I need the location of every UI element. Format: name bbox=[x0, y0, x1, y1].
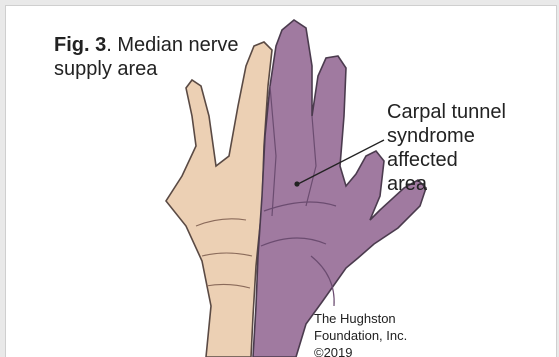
callout-label: Carpal tunnel syndrome affected area bbox=[387, 100, 547, 196]
credit-line: The Hughston bbox=[314, 310, 434, 327]
callout-pointer-dot bbox=[294, 181, 299, 186]
figure-label: Fig. 3 bbox=[54, 34, 106, 56]
callout-line: syndrome affected bbox=[387, 124, 547, 172]
callout-line: Carpal tunnel bbox=[387, 100, 547, 124]
figure-panel: Fig. 3. Median nerve supply area Carpal … bbox=[5, 5, 557, 357]
figure-caption: Fig. 3. Median nerve supply area bbox=[54, 33, 254, 81]
credit-text: The Hughston Foundation, Inc. ©2019 bbox=[314, 310, 434, 357]
callout-line: area bbox=[387, 172, 547, 196]
credit-line: ©2019 bbox=[314, 344, 434, 357]
credit-line: Foundation, Inc. bbox=[314, 327, 434, 344]
